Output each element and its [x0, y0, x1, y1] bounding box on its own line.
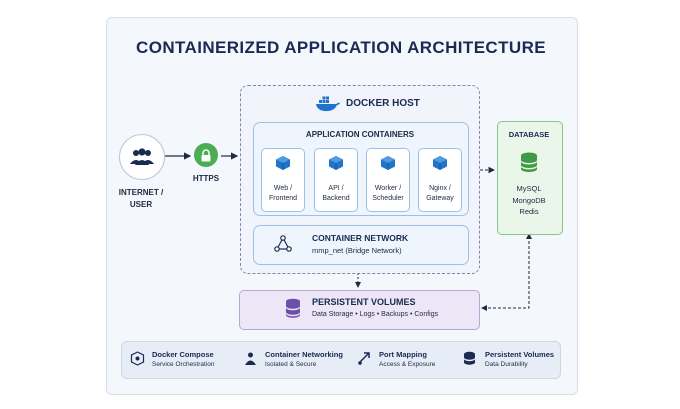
- container-nginx-gateway: Nginx / Gateway: [418, 148, 462, 212]
- footer-item-title: Port Mapping: [379, 350, 427, 359]
- volume-item: Backups: [381, 311, 409, 318]
- separator-dot: •: [376, 311, 382, 318]
- footer-item-subtitle: Access & Exposure: [379, 361, 436, 368]
- container-label-line1: Web /: [273, 185, 293, 192]
- footer-item-title: Persistent Volumes: [485, 350, 555, 359]
- container-network-detail: mmp_net (Bridge Network): [312, 246, 402, 255]
- container-label-line2: Frontend: [268, 195, 298, 202]
- cube-icon: [381, 156, 395, 170]
- persistent-volumes-label: PERSISTENT VOLUMES: [312, 297, 416, 307]
- https-label: HTTPS: [192, 174, 220, 183]
- container-label-line1: Nginx /: [429, 185, 451, 192]
- container-label-line1: Worker /: [374, 185, 402, 192]
- footer-item-title: Container Networking: [265, 350, 343, 359]
- footer-item-subtitle: Service Orchestration: [152, 361, 215, 368]
- database-list: MySQL MongoDB Redis: [497, 183, 561, 218]
- arrow-database-to-volumes: [481, 236, 530, 311]
- separator-dot: •: [355, 311, 360, 318]
- cube-icon: [329, 156, 343, 170]
- container-label-line1: API /: [328, 185, 344, 192]
- port-mapping-icon: [358, 352, 370, 365]
- https-node: [194, 143, 218, 167]
- container-web-frontend: Web / Frontend: [261, 148, 305, 212]
- application-containers-label: APPLICATION CONTAINERS: [305, 130, 415, 139]
- database-label: DATABASE: [508, 130, 550, 139]
- footer-item-subtitle: Data Durability: [485, 361, 528, 368]
- container-network-label: CONTAINER NETWORK: [312, 233, 409, 243]
- docker-whale-icon: [315, 95, 341, 113]
- database-icon: [521, 152, 537, 172]
- footer-feature-bar: [121, 341, 561, 379]
- database-item: MySQL: [516, 184, 542, 193]
- persistent-volumes-icon: [464, 351, 475, 365]
- separator-dot: •: [409, 311, 415, 318]
- container-label-line2: Backend: [322, 195, 350, 202]
- persistent-volumes-box: [239, 290, 480, 330]
- cube-icon: [433, 156, 447, 170]
- internet-user-label: INTERNET / USER: [118, 188, 164, 209]
- volume-item: Configs: [414, 311, 439, 318]
- database-item: MongoDB: [512, 195, 546, 205]
- lock-icon: [201, 148, 211, 161]
- database-item: Redis: [519, 207, 539, 216]
- footer-item-subtitle: Isolated & Secure: [265, 361, 317, 368]
- container-worker-scheduler: Worker / Scheduler: [366, 148, 410, 212]
- database-box: [497, 121, 563, 235]
- cube-icon: [276, 156, 290, 170]
- users-icon: [130, 148, 154, 165]
- container-network-box: [253, 225, 469, 265]
- docker-host-label: DOCKER HOST: [346, 98, 420, 109]
- container-api-backend: API / Backend: [314, 148, 358, 212]
- volume-item: Data Storage: [312, 311, 354, 318]
- volume-item: Logs: [359, 311, 375, 318]
- container-label-line2: Scheduler: [372, 195, 404, 202]
- persistent-volumes-items: Data Storage • Logs • Backups • Configs: [312, 311, 438, 318]
- footer-item-title: Docker Compose: [152, 350, 214, 359]
- diagram-title: CONTAINERIZED APPLICATION ARCHITECTURE: [136, 38, 546, 57]
- internet-user-node: [119, 134, 165, 180]
- container-label-line2: Gateway: [426, 195, 454, 202]
- database-stack-icon: [286, 298, 300, 318]
- container-networking-icon: [245, 352, 256, 365]
- docker-compose-icon: [130, 351, 145, 366]
- network-icon: [274, 235, 292, 252]
